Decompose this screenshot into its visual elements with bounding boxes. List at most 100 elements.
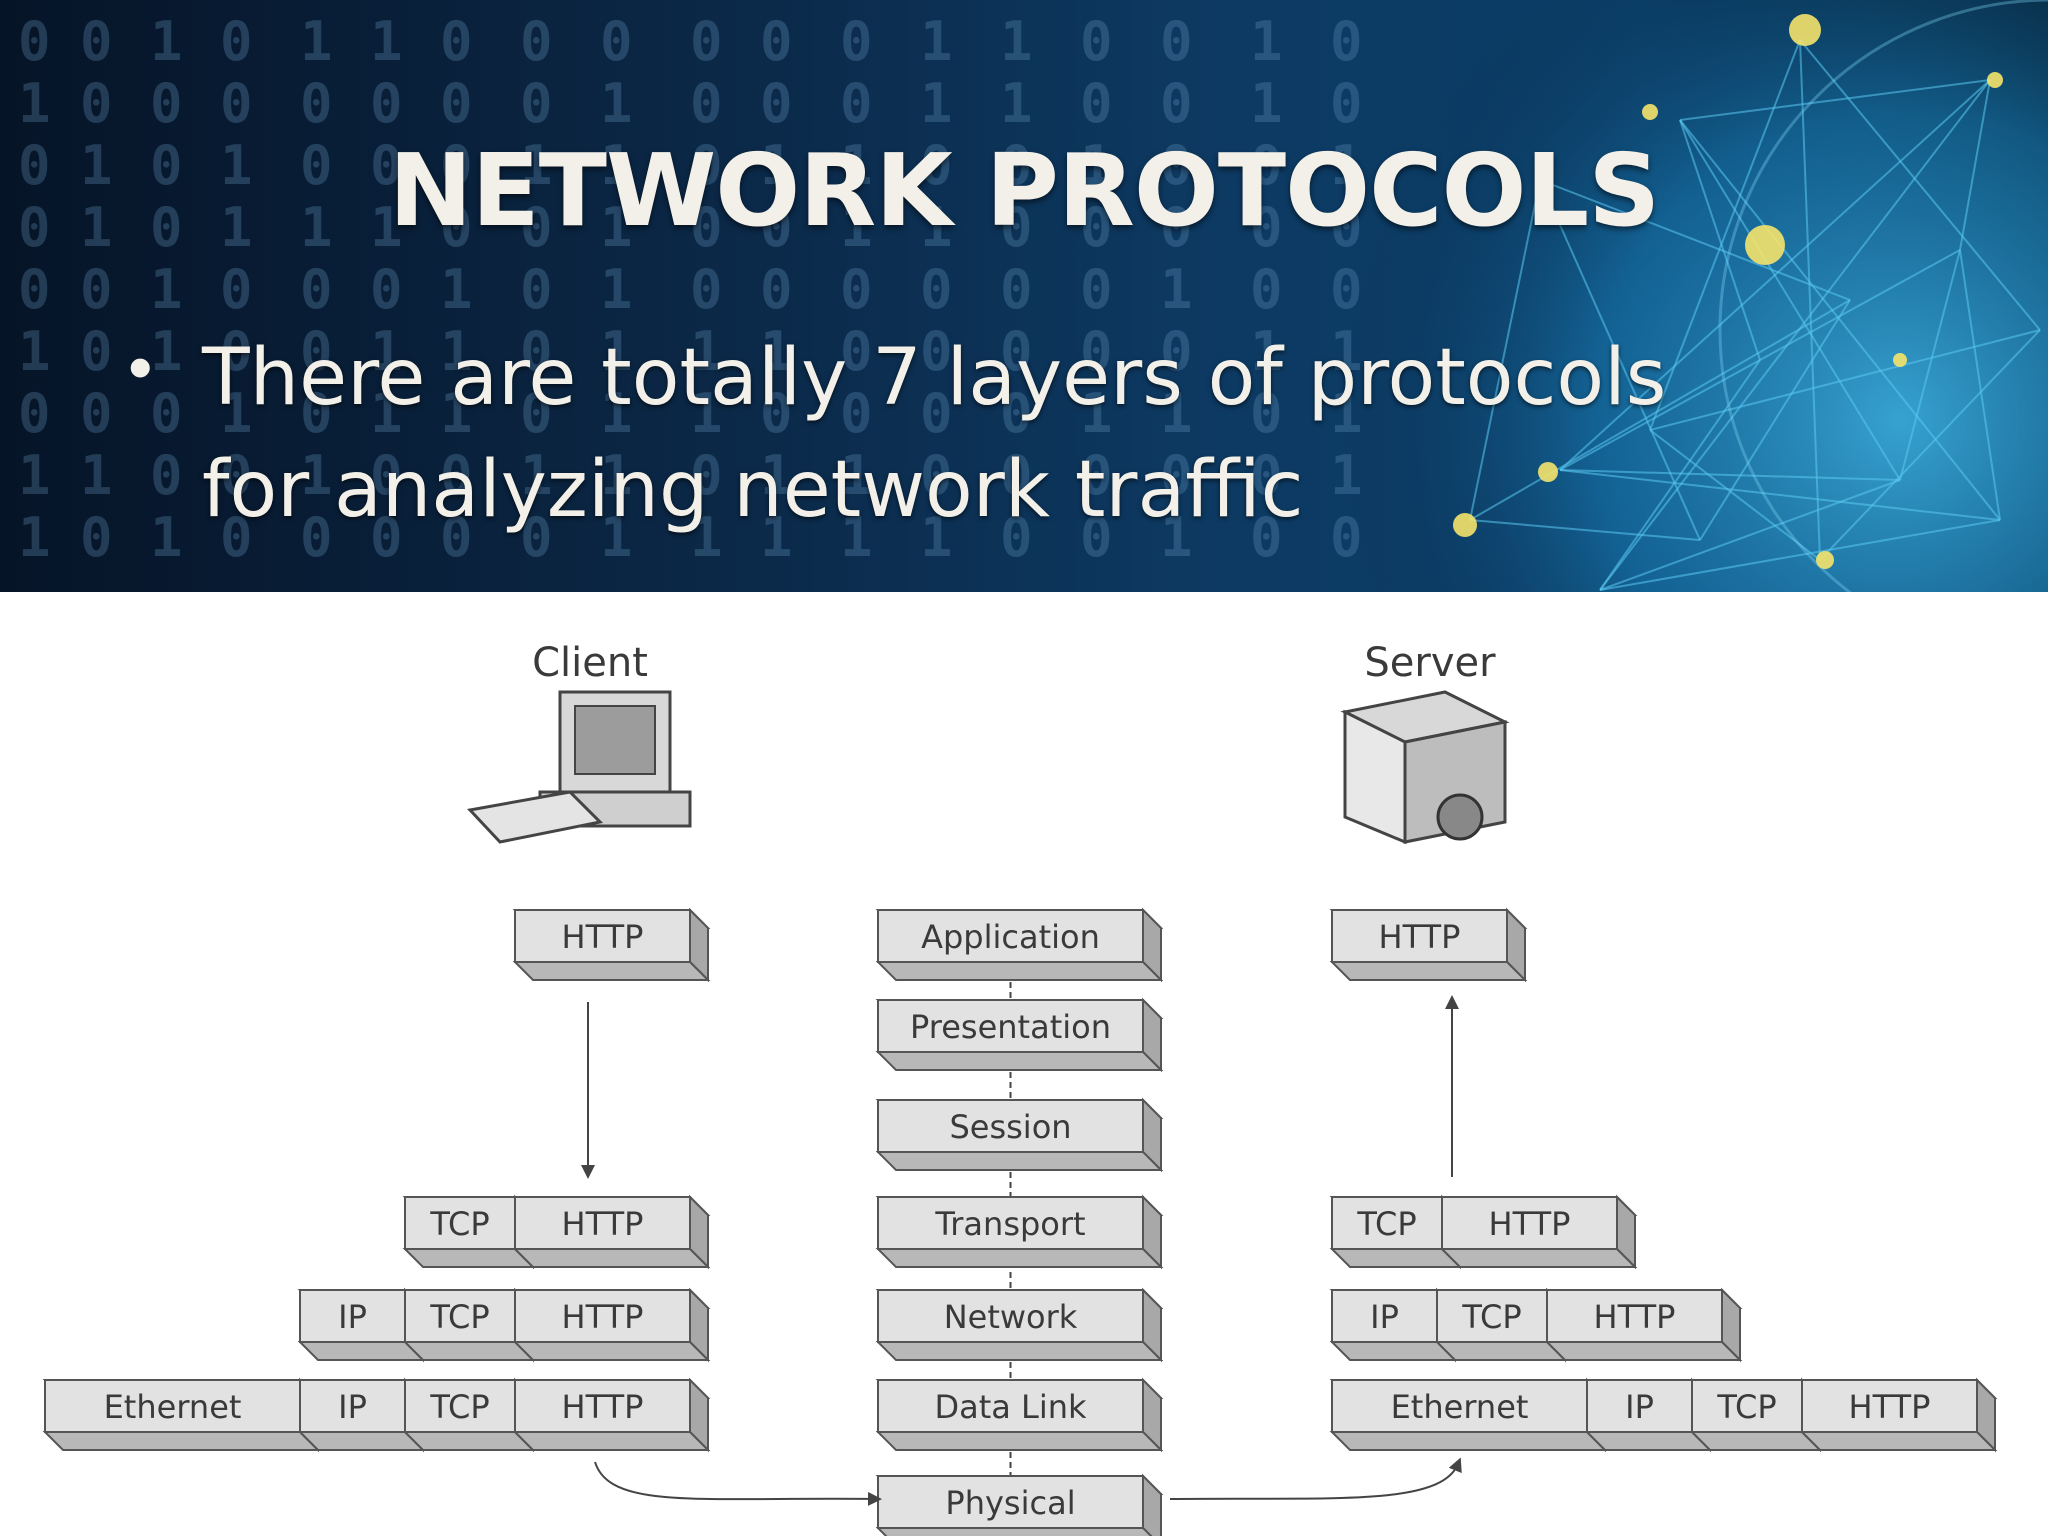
server-label: Server [1364, 640, 1496, 686]
svg-text:1: 1 [1160, 506, 1193, 569]
server-row2-http-box: HTTP [1439, 1194, 1638, 1270]
server-row4-ethernet-box-label: Ethernet [1391, 1388, 1529, 1426]
svg-text:0: 0 [220, 10, 253, 73]
protocol-diagram: Client Server HTTP TCP HTTP IP TCP HTTP Ethern… [42, 640, 1998, 1536]
svg-text:1: 1 [600, 258, 633, 321]
svg-text:0: 0 [1080, 72, 1113, 135]
client-row1-http-box-label: HTTP [562, 918, 644, 956]
osi-transport-box: Transport [875, 1194, 1164, 1270]
svg-text:0: 0 [220, 444, 253, 507]
server-row4-tcp-box: TCP [1689, 1377, 1823, 1453]
svg-text:1: 1 [600, 444, 633, 507]
svg-text:1: 1 [760, 320, 793, 383]
svg-text:0: 0 [920, 320, 953, 383]
svg-text:0: 0 [690, 196, 723, 259]
svg-text:0: 0 [220, 506, 253, 569]
svg-text:0: 0 [150, 72, 183, 135]
svg-text:0: 0 [840, 320, 873, 383]
server-row3-tcp-box-label: TCP [1461, 1298, 1521, 1336]
client-row2-tcp-box: TCP [402, 1194, 536, 1270]
svg-text:0: 0 [1160, 320, 1193, 383]
svg-text:0: 0 [1250, 444, 1283, 507]
client-row4-http-box-label: HTTP [562, 1388, 644, 1426]
client-label: Client [532, 640, 648, 686]
svg-text:0: 0 [1330, 506, 1363, 569]
server-row3-ip-box-label: IP [1370, 1298, 1399, 1336]
svg-text:0: 0 [220, 258, 253, 321]
svg-text:1: 1 [150, 320, 183, 383]
svg-text:1: 1 [18, 320, 51, 383]
svg-text:0: 0 [300, 320, 333, 383]
banner-background: 0100010110011000101000110010011001001001… [0, 0, 2048, 592]
svg-text:1: 1 [300, 444, 333, 507]
svg-text:0: 0 [220, 72, 253, 135]
svg-text:0: 0 [370, 134, 403, 197]
server-row3-http-box-label: HTTP [1594, 1298, 1676, 1336]
svg-text:0: 0 [1080, 320, 1113, 383]
svg-text:1: 1 [1000, 72, 1033, 135]
server-row3-http-box: HTTP [1544, 1287, 1743, 1363]
svg-text:0: 0 [920, 134, 953, 197]
svg-text:0: 0 [1000, 196, 1033, 259]
svg-text:0: 0 [520, 506, 553, 569]
osi-session-box-label: Session [949, 1108, 1071, 1146]
svg-text:0: 0 [1160, 196, 1193, 259]
svg-text:1: 1 [1160, 258, 1193, 321]
svg-text:0: 0 [920, 444, 953, 507]
svg-text:0: 0 [18, 10, 51, 73]
svg-text:0: 0 [520, 72, 553, 135]
svg-text:1: 1 [600, 382, 633, 445]
client-row3-tcp-box: TCP [402, 1287, 536, 1363]
svg-text:0: 0 [760, 258, 793, 321]
client-row4-tcp-box: TCP [402, 1377, 536, 1453]
svg-text:1: 1 [370, 10, 403, 73]
svg-text:0: 0 [760, 72, 793, 135]
osi-layer-stack: ApplicationPresentationSessionTransportN… [875, 907, 1164, 1536]
svg-text:0: 0 [1250, 134, 1283, 197]
server-row4-ethernet-box: Ethernet [1329, 1377, 1608, 1453]
svg-text:1: 1 [600, 320, 633, 383]
svg-text:0: 0 [440, 506, 473, 569]
osi-session-box: Session [875, 1097, 1164, 1173]
osi-application-box-label: Application [921, 918, 1100, 956]
client-row2-http-box-label: HTTP [562, 1205, 644, 1243]
svg-text:0: 0 [1330, 196, 1363, 259]
client-row3-http-box: HTTP [512, 1287, 711, 1363]
svg-text:0: 0 [520, 382, 553, 445]
svg-text:0: 0 [920, 258, 953, 321]
client-row4-ethernet-box-label: Ethernet [104, 1388, 242, 1426]
client-row3-tcp-box-label: TCP [429, 1298, 489, 1336]
server-row2-http-box-label: HTTP [1489, 1205, 1571, 1243]
svg-text:1: 1 [520, 134, 553, 197]
svg-text:0: 0 [80, 382, 113, 445]
svg-text:0: 0 [690, 258, 723, 321]
svg-text:1: 1 [760, 506, 793, 569]
osi-data-link-box: Data Link [875, 1377, 1164, 1453]
svg-text:1: 1 [1250, 10, 1283, 73]
client-row4-ethernet-box: Ethernet [42, 1377, 321, 1453]
svg-text:0: 0 [690, 134, 723, 197]
svg-text:0: 0 [1080, 444, 1113, 507]
svg-text:1: 1 [300, 10, 333, 73]
bullet-dot-icon: • [128, 328, 153, 406]
svg-text:0: 0 [300, 506, 333, 569]
svg-text:1: 1 [440, 320, 473, 383]
osi-network-box-label: Network [944, 1298, 1078, 1336]
svg-text:0: 0 [150, 444, 183, 507]
client-to-physical-arrow [594, 1461, 882, 1506]
svg-text:0: 0 [1000, 134, 1033, 197]
svg-text:0: 0 [1000, 506, 1033, 569]
svg-text:1: 1 [370, 382, 403, 445]
svg-text:0: 0 [18, 196, 51, 259]
svg-text:1: 1 [370, 320, 403, 383]
svg-text:1: 1 [920, 506, 953, 569]
svg-text:0: 0 [690, 444, 723, 507]
osi-physical-box: Physical [875, 1473, 1164, 1536]
svg-text:0: 0 [840, 72, 873, 135]
svg-text:1: 1 [1080, 382, 1113, 445]
server-row1-http-box-label: HTTP [1379, 918, 1461, 956]
svg-text:0: 0 [840, 10, 873, 73]
svg-text:1: 1 [18, 444, 51, 507]
svg-text:1: 1 [840, 444, 873, 507]
